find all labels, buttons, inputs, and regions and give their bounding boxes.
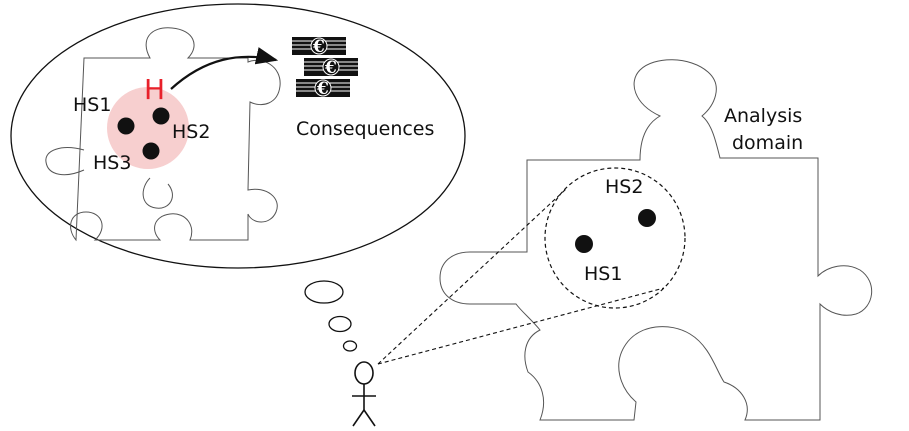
svg-text:€: € (312, 37, 325, 57)
euro-note-3: € (296, 79, 350, 99)
hs2-label-right: HS2 (605, 176, 643, 198)
hazard-label: H (144, 73, 165, 106)
sight-line-lower (377, 287, 665, 365)
euro-stack-icon: € € € (292, 37, 358, 99)
bubble-puzzle-piece (70, 27, 281, 242)
thought-trail-small (342, 340, 358, 352)
hs1-dot-right (575, 235, 593, 253)
svg-text:€: € (316, 79, 329, 99)
bubble-puzzle-notch (45, 147, 85, 176)
thought-trail-large (304, 280, 344, 304)
euro-note-2: € (304, 58, 358, 78)
hs2-dot-left (152, 107, 170, 125)
sight-line-upper (377, 188, 567, 365)
hs1-label-left: HS1 (73, 94, 111, 116)
consequences-label: Consequences (296, 118, 434, 140)
person-icon (352, 361, 376, 427)
bubble-puzzle-notch-bottom (142, 177, 173, 209)
svg-text:€: € (324, 58, 337, 78)
hs2-dot-right (638, 209, 656, 227)
hs1-label-right: HS1 (584, 263, 622, 285)
hs3-label-left: HS3 (93, 152, 131, 174)
zoom-circle (544, 167, 686, 309)
consequence-arrow (170, 47, 279, 90)
analysis-label-line1: Analysis (724, 105, 802, 127)
hazard-halo (107, 87, 189, 169)
analysis-domain-puzzle-piece (439, 59, 873, 421)
hs2-label-left: HS2 (172, 121, 210, 143)
analysis-label-line2: domain (732, 132, 803, 154)
euro-note-1: € (292, 37, 346, 57)
hs3-dot-left (142, 142, 160, 160)
thought-trail-medium (328, 315, 352, 333)
hs1-dot-left (117, 117, 135, 135)
